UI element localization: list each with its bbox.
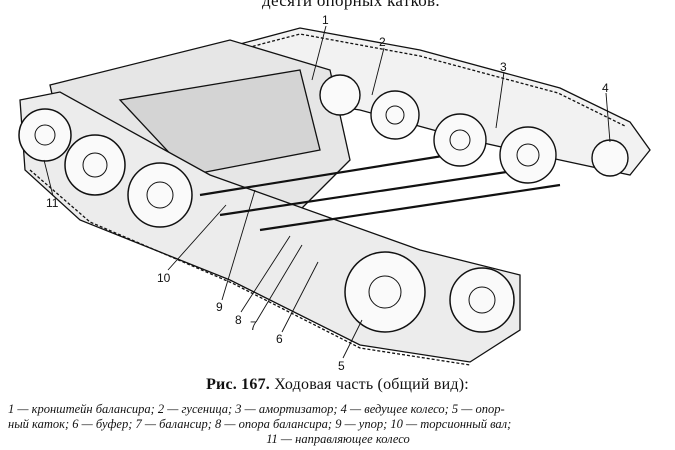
callout-4: 4: [602, 81, 609, 95]
far-road-wheel: [433, 113, 487, 167]
far-drive-sprocket-4: [591, 139, 629, 177]
far-road-wheel: [499, 126, 557, 184]
legend-line-3: 11 — направляющее колесо: [266, 432, 410, 446]
callout-11: 11: [46, 196, 59, 210]
figure-caption: Рис. 167. Ходовая часть (общий вид):: [0, 376, 675, 394]
callout-5: 5: [338, 359, 345, 372]
callout-7: 7: [250, 319, 257, 333]
callout-2: 2: [379, 35, 386, 49]
road-wheel: [127, 162, 193, 228]
callout-1: 1: [322, 13, 329, 27]
callout-3: 3: [500, 60, 507, 74]
figure-number: Рис. 167.: [206, 376, 270, 393]
road-wheel-5: [344, 251, 426, 333]
callout-9: 9: [216, 300, 223, 314]
callout-6: 6: [276, 332, 283, 346]
callout-10: 10: [157, 271, 171, 285]
callout-8: 8: [235, 313, 242, 327]
idler-wheel-11: [18, 108, 72, 162]
far-road-wheel: [370, 90, 420, 140]
figure-title: Ходовая часть (общий вид):: [274, 376, 469, 393]
legend-line-2: ный каток; 6 — буфер; 7 — балансир; 8 — …: [8, 417, 512, 431]
cut-off-text-line: десяти опорных катков.: [262, 0, 440, 10]
undercarriage-illustration: 1 2 3 4 5 6 7 8 9 10 11: [18, 13, 651, 372]
legend-line-1: 1 — кронштейн балансира; 2 — гусеница; 3…: [8, 402, 505, 416]
drive-sprocket: [449, 267, 515, 333]
road-wheel: [64, 134, 126, 196]
